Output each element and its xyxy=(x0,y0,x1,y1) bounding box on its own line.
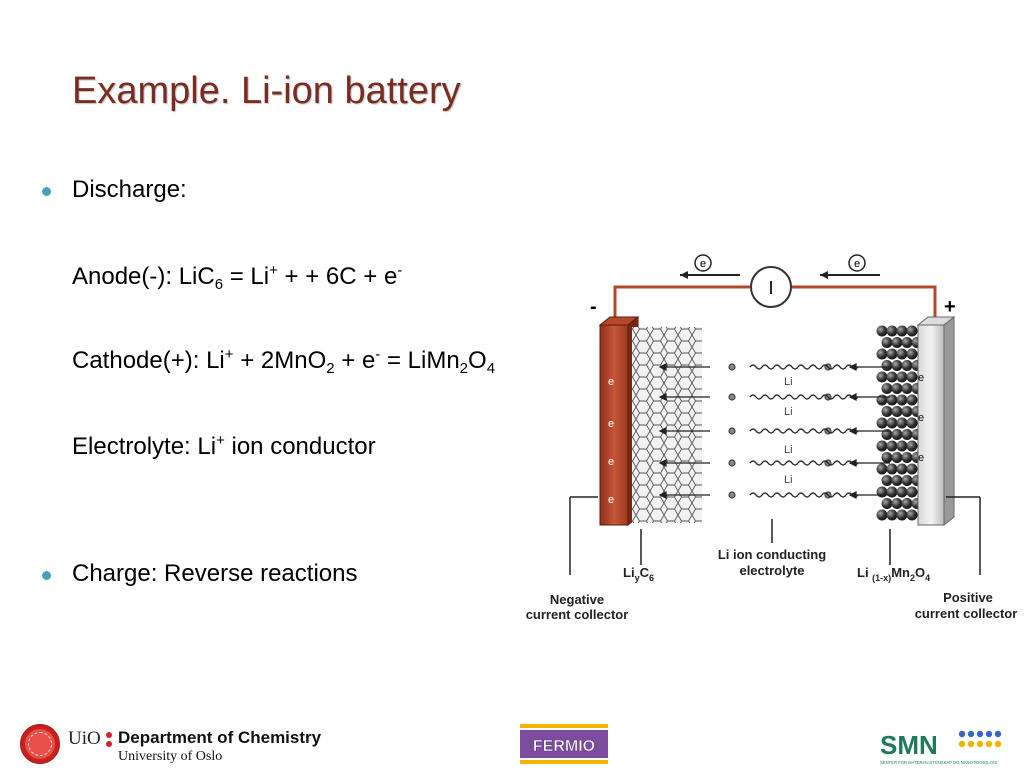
negative-collector xyxy=(599,324,629,526)
bullet-charge: Charge: Reverse reactions xyxy=(72,560,358,587)
svg-text:e: e xyxy=(918,412,924,424)
li-ion-labels: Li Li Li Li xyxy=(784,376,793,486)
slide-title: Example. Li-ion battery xyxy=(72,70,461,112)
external-wire xyxy=(613,285,937,330)
negative-label-2: current collector xyxy=(526,607,629,622)
smn-logo: SMN SENTER FOR MATERIALVITENSKAP OG NANO… xyxy=(880,730,1002,765)
electrolyte-label-2: electrolyte xyxy=(739,563,804,578)
cathode-material-label: Li (1-x)Mn2O4 xyxy=(857,565,930,583)
electrolyte-label-1: Li ion conducting xyxy=(718,547,826,562)
svg-text:e: e xyxy=(608,456,614,468)
cathode-electrons: e e e xyxy=(918,372,924,464)
svg-text:e: e xyxy=(918,372,924,384)
svg-text:SENTER FOR MATERIALVITENSKAP O: SENTER FOR MATERIALVITENSKAP OG NANOTEKN… xyxy=(880,760,997,765)
anode-material-label: LiyC6 xyxy=(623,565,654,583)
anode-sub: 6 xyxy=(214,276,224,293)
cathode-sup: - xyxy=(375,346,381,363)
svg-text:e: e xyxy=(608,494,614,506)
anode-text: = Li xyxy=(223,263,270,290)
anode-text: + + 6C + e xyxy=(277,263,398,290)
bullet-discharge: Discharge: xyxy=(72,176,187,203)
svg-text:Li: Li xyxy=(784,376,793,388)
cathode-text: + 2MnO xyxy=(233,347,327,374)
negative-label-1: Negative xyxy=(550,592,604,607)
positive-label-1: Positive xyxy=(943,590,993,605)
uio-logo: UiO xyxy=(68,728,101,749)
cathode-sub: 4 xyxy=(486,360,496,377)
cathode-sub: 2 xyxy=(459,360,469,377)
anode-electrons: e e e e xyxy=(608,376,614,506)
uio-colon-icon xyxy=(106,732,112,748)
bullet-charge-marker xyxy=(42,571,51,580)
anode-equation: Anode(-): LiC6 = Li+ + + 6C + e- xyxy=(72,262,402,293)
bullet-discharge-marker xyxy=(42,187,51,196)
university-name: University of Oslo xyxy=(118,749,223,764)
cathode-text: + e xyxy=(334,347,376,374)
cathode-equation: Cathode(+): Li+ + 2MnO2 + e- = LiMn2O4 xyxy=(72,346,495,377)
svg-text:e: e xyxy=(918,452,924,464)
electrolyte-line: Electrolyte: Li+ ion conductor xyxy=(72,432,376,461)
meter-label: I xyxy=(768,278,773,298)
ion-flow xyxy=(658,363,890,499)
electrolyte-sup: + xyxy=(216,432,225,449)
anode-sup: - xyxy=(397,262,403,279)
university-seal-icon xyxy=(20,724,60,764)
svg-text:Li: Li xyxy=(784,444,793,456)
battery-diagram: I e e - + e e e e e e e Li Li Li Li xyxy=(526,254,1018,622)
cathode-particles xyxy=(876,325,923,521)
cathode-sub: 2 xyxy=(326,360,335,377)
positive-collector xyxy=(917,324,945,526)
svg-text:Li: Li xyxy=(784,406,793,418)
department-name: Department of Chemistry xyxy=(118,728,322,747)
plus-terminal: + xyxy=(944,296,956,318)
fermio-logo: FERMIO xyxy=(520,724,608,764)
anode-text: Anode(-): LiC xyxy=(72,263,215,290)
cathode-text: O xyxy=(468,347,487,374)
cathode-text: Cathode(+): Li xyxy=(72,347,225,374)
svg-text:Li: Li xyxy=(784,474,793,486)
svg-text:FERMIO: FERMIO xyxy=(533,738,595,755)
cathode-text: = LiMn xyxy=(380,347,460,374)
electrolyte-text: Electrolyte: Li xyxy=(72,433,217,460)
svg-text:e: e xyxy=(608,418,614,430)
electron-symbol: e xyxy=(700,258,706,270)
anode-sup: + xyxy=(269,262,278,279)
footer: UiO Department of Chemistry University o… xyxy=(0,712,1024,768)
minus-terminal: - xyxy=(590,296,597,318)
cathode-sup: + xyxy=(224,346,234,363)
positive-label-2: current collector xyxy=(915,606,1018,621)
svg-text:e: e xyxy=(608,376,614,388)
electron-symbol: e xyxy=(854,258,860,270)
meter-circle xyxy=(750,266,792,308)
svg-text:SMN: SMN xyxy=(880,730,938,760)
electrolyte-text: ion conductor xyxy=(224,433,376,460)
